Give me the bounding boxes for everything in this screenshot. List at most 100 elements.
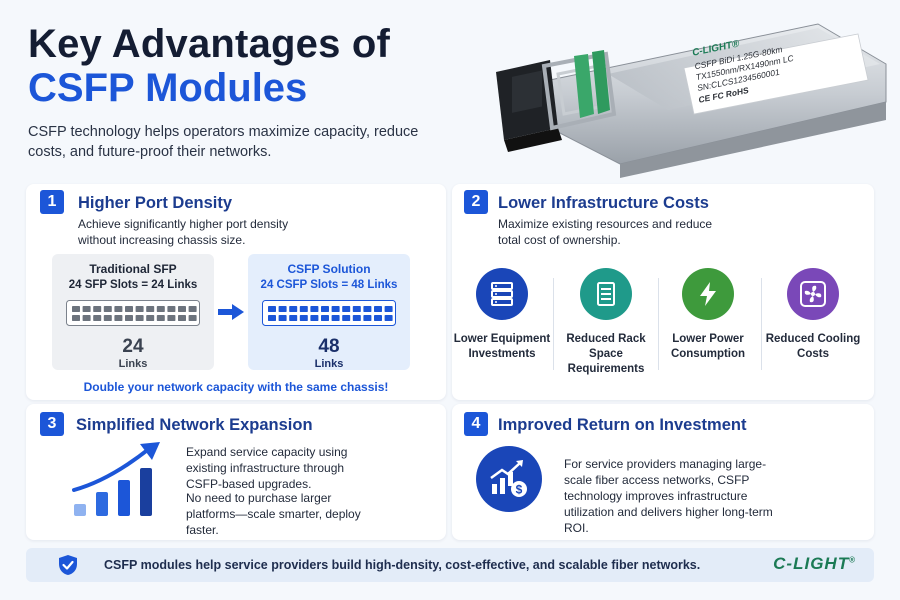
- arrow-right-icon: [218, 304, 244, 320]
- benefit-equipment: Lower Equipment Investments: [452, 268, 552, 378]
- benefit-label: Reduced Cooling Costs: [765, 333, 861, 360]
- divider: [553, 278, 554, 370]
- benefit-label: Reduced Rack Space Requirements: [566, 333, 646, 375]
- switch-port: [72, 315, 80, 321]
- switch-port: [331, 306, 340, 312]
- roi-chart-dollar-icon: $: [476, 446, 542, 512]
- switch-port: [321, 315, 329, 321]
- csfp-count: 48: [318, 336, 340, 357]
- csfp-solution-box: CSFP Solution 24 CSFP Slots = 48 Links 4…: [248, 254, 410, 370]
- switch-port: [135, 306, 144, 312]
- switch-port: [114, 315, 123, 321]
- switch-port: [178, 315, 186, 321]
- page-title-line1: Key Advantages of: [28, 22, 391, 66]
- switch-port: [125, 306, 133, 312]
- capacity-note: Double your network capacity with the sa…: [83, 380, 389, 394]
- switch-port: [310, 306, 319, 312]
- switch-port: [156, 306, 165, 312]
- card-title: Lower Infrastructure Costs: [498, 194, 709, 212]
- switch-port: [289, 306, 298, 312]
- switch-port: [374, 306, 382, 312]
- rack-icon: [580, 268, 632, 320]
- card-port-density: 1 Higher Port Density Achieve significan…: [26, 184, 446, 400]
- switch-port: [146, 306, 155, 312]
- switch-port: [299, 306, 308, 312]
- card-number-badge: 4: [464, 412, 488, 436]
- card-paragraph: For service providers managing large-sca…: [564, 457, 773, 535]
- switch-port: [156, 315, 165, 321]
- card-infrastructure-costs: 2 Lower Infrastructure Costs Maximize ex…: [452, 184, 874, 400]
- switch-port: [352, 315, 361, 321]
- benefit-cooling: Reduced Cooling Costs: [763, 268, 863, 378]
- switch-port: [268, 315, 276, 321]
- switch-port: [384, 315, 393, 321]
- switch-port: [72, 306, 80, 312]
- csfp-slots: 24 CSFP Slots = 48 Links: [260, 279, 398, 291]
- shield-check-icon: [59, 555, 77, 575]
- switch-24-ports-icon: [66, 300, 200, 326]
- switch-port: [363, 315, 372, 321]
- traditional-name: Traditional SFP: [89, 262, 177, 276]
- card-title: Higher Port Density: [78, 194, 233, 212]
- switch-48-ports-icon: [262, 300, 396, 326]
- switch-port: [103, 306, 112, 312]
- server-icon: [476, 268, 528, 320]
- card-number-badge: 2: [464, 190, 488, 214]
- switch-port: [135, 315, 144, 321]
- page-title-line2: CSFP Modules: [28, 66, 308, 110]
- switch-port: [321, 306, 329, 312]
- switch-port: [363, 306, 372, 312]
- csfp-unit: Links: [314, 358, 344, 370]
- switch-port: [188, 315, 197, 321]
- brand-logo: C-LIGHT®: [773, 554, 856, 574]
- switch-port: [310, 315, 319, 321]
- switch-port: [167, 315, 176, 321]
- traditional-slots: 24 SFP Slots = 24 Links: [68, 279, 198, 291]
- svg-text:$: $: [516, 483, 523, 497]
- switch-port: [289, 315, 298, 321]
- switch-port: [342, 306, 351, 312]
- switch-port: [188, 306, 197, 312]
- card-description: Achieve significantly higher port densit…: [78, 217, 289, 247]
- switch-port: [384, 306, 393, 312]
- growth-chart-icon: [72, 442, 160, 516]
- switch-port: [93, 306, 102, 312]
- fan-icon: [787, 268, 839, 320]
- card-paragraph-1: Expand service capacity using existing i…: [186, 445, 348, 491]
- csfp-name: CSFP Solution: [287, 262, 371, 276]
- card-paragraph-2: No need to purchase larger platforms—sca…: [186, 491, 361, 537]
- switch-port: [167, 306, 176, 312]
- logo-text: C-LIGHT: [773, 554, 850, 573]
- switch-port: [342, 315, 351, 321]
- benefit-label: Lower Power Consumption: [670, 333, 746, 360]
- card-title: Simplified Network Expansion: [76, 416, 313, 434]
- page-subtitle: CSFP technology helps operators maximize…: [28, 124, 419, 160]
- switch-port: [114, 306, 123, 312]
- switch-port: [103, 315, 112, 321]
- switch-port: [331, 315, 340, 321]
- card-description: Maximize existing resources and reduce t…: [498, 217, 713, 247]
- divider: [658, 278, 659, 370]
- card-title: Improved Return on Investment: [498, 416, 747, 434]
- switch-port: [299, 315, 308, 321]
- switch-port: [146, 315, 155, 321]
- lightning-icon: [682, 268, 734, 320]
- benefit-label: Lower Equipment Investments: [453, 333, 551, 360]
- switch-port: [178, 306, 186, 312]
- csfp-module-image: C-LIGHT® CSFP BiDi 1.25G-80km TX1550nm/R…: [496, 23, 887, 178]
- switch-port: [268, 306, 276, 312]
- switch-port: [93, 315, 102, 321]
- switch-port: [374, 315, 382, 321]
- switch-port: [82, 306, 91, 312]
- divider: [761, 278, 762, 370]
- traditional-sfp-box: Traditional SFP 24 SFP Slots = 24 Links …: [52, 254, 214, 370]
- switch-port: [352, 306, 361, 312]
- footer-text: CSFP modules help service providers buil…: [104, 558, 701, 572]
- card-network-expansion: 3 Simplified Network Expansion Expand se…: [26, 404, 446, 540]
- card-number-badge: 3: [40, 412, 64, 436]
- logo-registered-mark: ®: [849, 555, 856, 565]
- switch-port: [278, 306, 287, 312]
- switch-port: [125, 315, 133, 321]
- switch-port: [82, 315, 91, 321]
